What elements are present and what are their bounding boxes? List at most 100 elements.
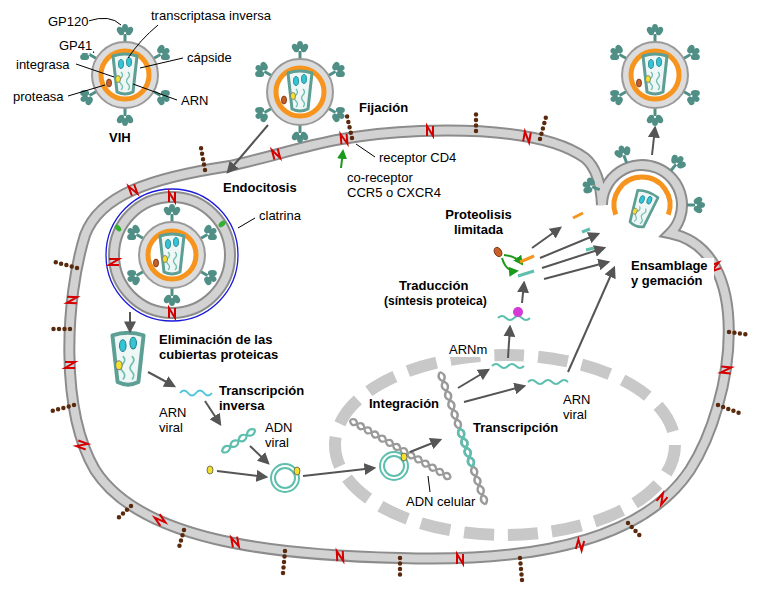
integrase-protein xyxy=(207,466,213,474)
bud-spike xyxy=(687,195,705,214)
part-label: integrasa xyxy=(15,57,70,72)
dna-strand xyxy=(437,371,488,505)
glycoprotein-chain xyxy=(398,558,403,580)
stage-heading: Proteolisis limitada xyxy=(435,207,522,237)
co-receptor-symbol xyxy=(109,259,119,265)
process-arrows xyxy=(130,125,655,477)
stage-heading: Integración xyxy=(368,396,440,411)
receptor-cd4 xyxy=(347,116,352,138)
co-receptor-symbol xyxy=(656,493,667,505)
viral-rna-strand xyxy=(528,380,568,384)
process-arrow xyxy=(410,440,440,452)
co-receptor-symbol xyxy=(65,362,75,368)
bud-spike xyxy=(580,175,603,199)
stage-heading: Endocitosis xyxy=(222,180,298,195)
dna-strand xyxy=(437,371,488,505)
glycoprotein-chain xyxy=(729,332,750,335)
leader-line xyxy=(140,58,183,68)
membrane-patch xyxy=(114,223,123,232)
leader-line xyxy=(133,84,177,100)
circular-viral-dna xyxy=(380,452,408,480)
glycoprotein-chain xyxy=(474,109,479,131)
stage-heading: Traducción xyxy=(398,278,469,293)
glycoprotein-chains xyxy=(48,109,750,580)
co-receptor-symbol xyxy=(169,308,175,318)
stage-heading: Transcripción xyxy=(472,420,559,435)
process-arrow xyxy=(568,268,614,372)
polyprotein-piece xyxy=(520,256,534,262)
process-arrow xyxy=(458,370,488,388)
co-receptor-symbol xyxy=(231,537,239,548)
process-arrow xyxy=(464,386,524,402)
glycoprotein-chain xyxy=(48,327,70,332)
glycoprotein-chain xyxy=(115,506,131,521)
membrane-patch xyxy=(217,220,226,229)
leader-line xyxy=(68,85,105,96)
process-arrow xyxy=(228,125,268,172)
part-label: proteasa xyxy=(12,89,65,104)
provirus-dna-helix xyxy=(437,371,488,505)
process-arrow xyxy=(303,468,374,476)
glycoprotein-chain xyxy=(628,523,643,539)
cleavage-arrow xyxy=(504,255,522,264)
mrna-strand xyxy=(498,316,530,320)
process-arrow xyxy=(652,128,655,155)
mrna-strand xyxy=(492,364,524,368)
internalized-virion xyxy=(123,204,221,306)
cellular-dna-helix xyxy=(349,417,453,480)
bud-spike xyxy=(664,151,690,177)
vesicle-membrane xyxy=(114,197,230,313)
co-receptor-symbol xyxy=(576,539,584,550)
co-receptor-symbol xyxy=(272,148,280,159)
molecule-label: ADN celular xyxy=(405,494,476,509)
co-receptor-symbol xyxy=(128,184,137,195)
glycoprotein-chain xyxy=(55,262,77,268)
stage-heading: Ensamblage y gemación xyxy=(630,258,714,288)
co-receptor-symbol xyxy=(457,554,463,564)
viral-rna-strand xyxy=(180,391,212,396)
co-receptor-symbol xyxy=(337,551,344,561)
part-label: transcriptasa inversa xyxy=(150,8,272,23)
dna-ring xyxy=(380,452,408,480)
protein-fragment xyxy=(582,229,590,232)
stage-heading: Transcripción inversa xyxy=(218,383,320,413)
stage-subheading: (síntesis proteica) xyxy=(383,294,488,309)
molecule-label: ARNm xyxy=(448,342,488,357)
glycoprotein-chain xyxy=(283,551,285,573)
co-receptor-symbol xyxy=(341,134,348,144)
leader-line xyxy=(76,64,114,77)
co-receptor-symbol xyxy=(76,440,87,449)
part-label: receptor CD4 xyxy=(378,150,457,165)
leader-line xyxy=(356,144,375,157)
stage-heading: Fijación xyxy=(358,100,409,115)
part-label: co-receptor CCR5 o CXCR4 xyxy=(346,170,443,200)
dna-strand xyxy=(349,417,453,480)
cleavage-arrow xyxy=(502,258,517,271)
clathrin-coat xyxy=(106,189,238,321)
leader-line xyxy=(88,18,121,25)
part-label: ARN xyxy=(180,93,209,108)
stage-heading: Eliminación de las cubiertas proteicas xyxy=(158,332,310,362)
cell-membrane xyxy=(69,131,728,559)
glycoprotein-chain xyxy=(178,530,184,551)
process-arrow xyxy=(148,372,174,386)
process-arrow xyxy=(508,327,510,358)
dna-strand xyxy=(220,427,257,454)
leader-line xyxy=(428,476,430,492)
bud-spike xyxy=(612,143,636,166)
leader-line xyxy=(128,25,158,58)
uncoated-capsid xyxy=(112,333,143,385)
process-arrow xyxy=(532,228,560,248)
process-arrow xyxy=(522,283,524,303)
part-label: cápside xyxy=(186,50,233,65)
co-receptor-symbol xyxy=(169,192,175,202)
dna-strand xyxy=(220,427,257,454)
integrase-protein xyxy=(401,453,407,461)
process-arrow xyxy=(217,471,266,477)
glycoprotein-chain xyxy=(201,148,205,170)
co-receptor-symbol xyxy=(67,297,77,303)
co-receptor-symbol xyxy=(155,514,166,526)
leader-line xyxy=(238,218,255,228)
